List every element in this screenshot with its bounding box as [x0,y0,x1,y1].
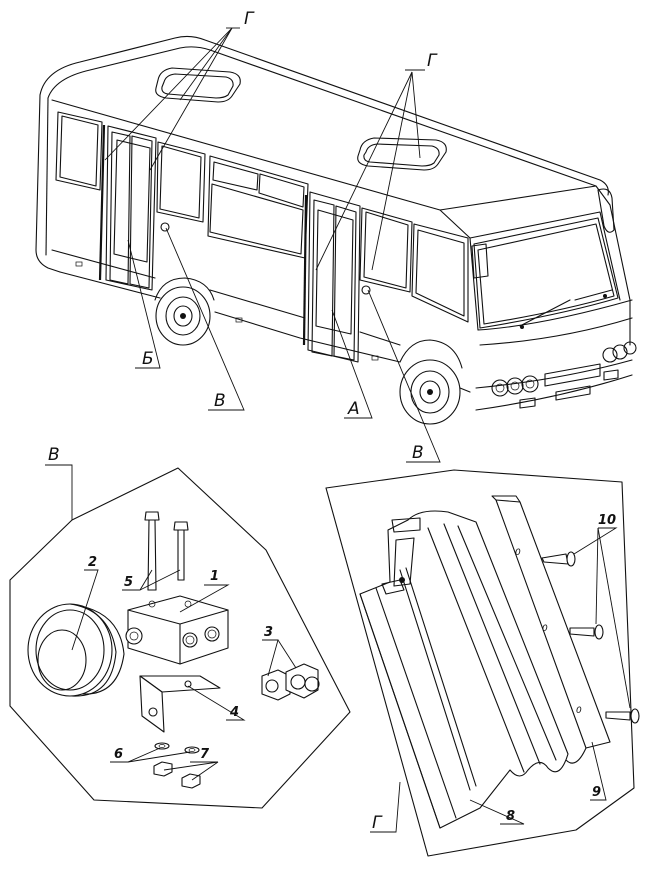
callout-g-top-left: Г [244,9,255,29]
callout-g-top-right: Г [427,51,438,71]
callout-a: А [347,399,360,419]
part-8: 8 [506,809,515,824]
detail-g-title: Г [372,813,383,833]
part-5: 5 [124,575,133,590]
callout-b: Б [142,349,154,369]
part-7: 7 [200,747,210,762]
part-4: 4 [229,705,239,720]
part-9: 9 [592,785,601,800]
detail-v [9,464,351,809]
part-1: 1 [210,569,219,584]
svg-text:0: 0 [542,624,548,634]
part-6: 6 [114,747,123,762]
callout-v-front: В [412,443,424,463]
part-2: 2 [88,555,97,570]
bus-illustration [35,35,637,425]
part-10: 10 [598,513,616,528]
svg-text:0: 0 [576,706,582,716]
bus-leaders [104,27,441,463]
svg-text:0: 0 [515,548,521,558]
part-numbers: 1 2 3 4 5 6 7 8 9 10 [88,513,616,824]
detail-g: 0 0 0 [325,469,640,857]
part-3: 3 [264,625,273,640]
detail-v-title: В [48,445,60,465]
callout-v-rear: В [214,391,226,411]
callout-labels: Г Г Б В А В В Г [48,9,438,833]
